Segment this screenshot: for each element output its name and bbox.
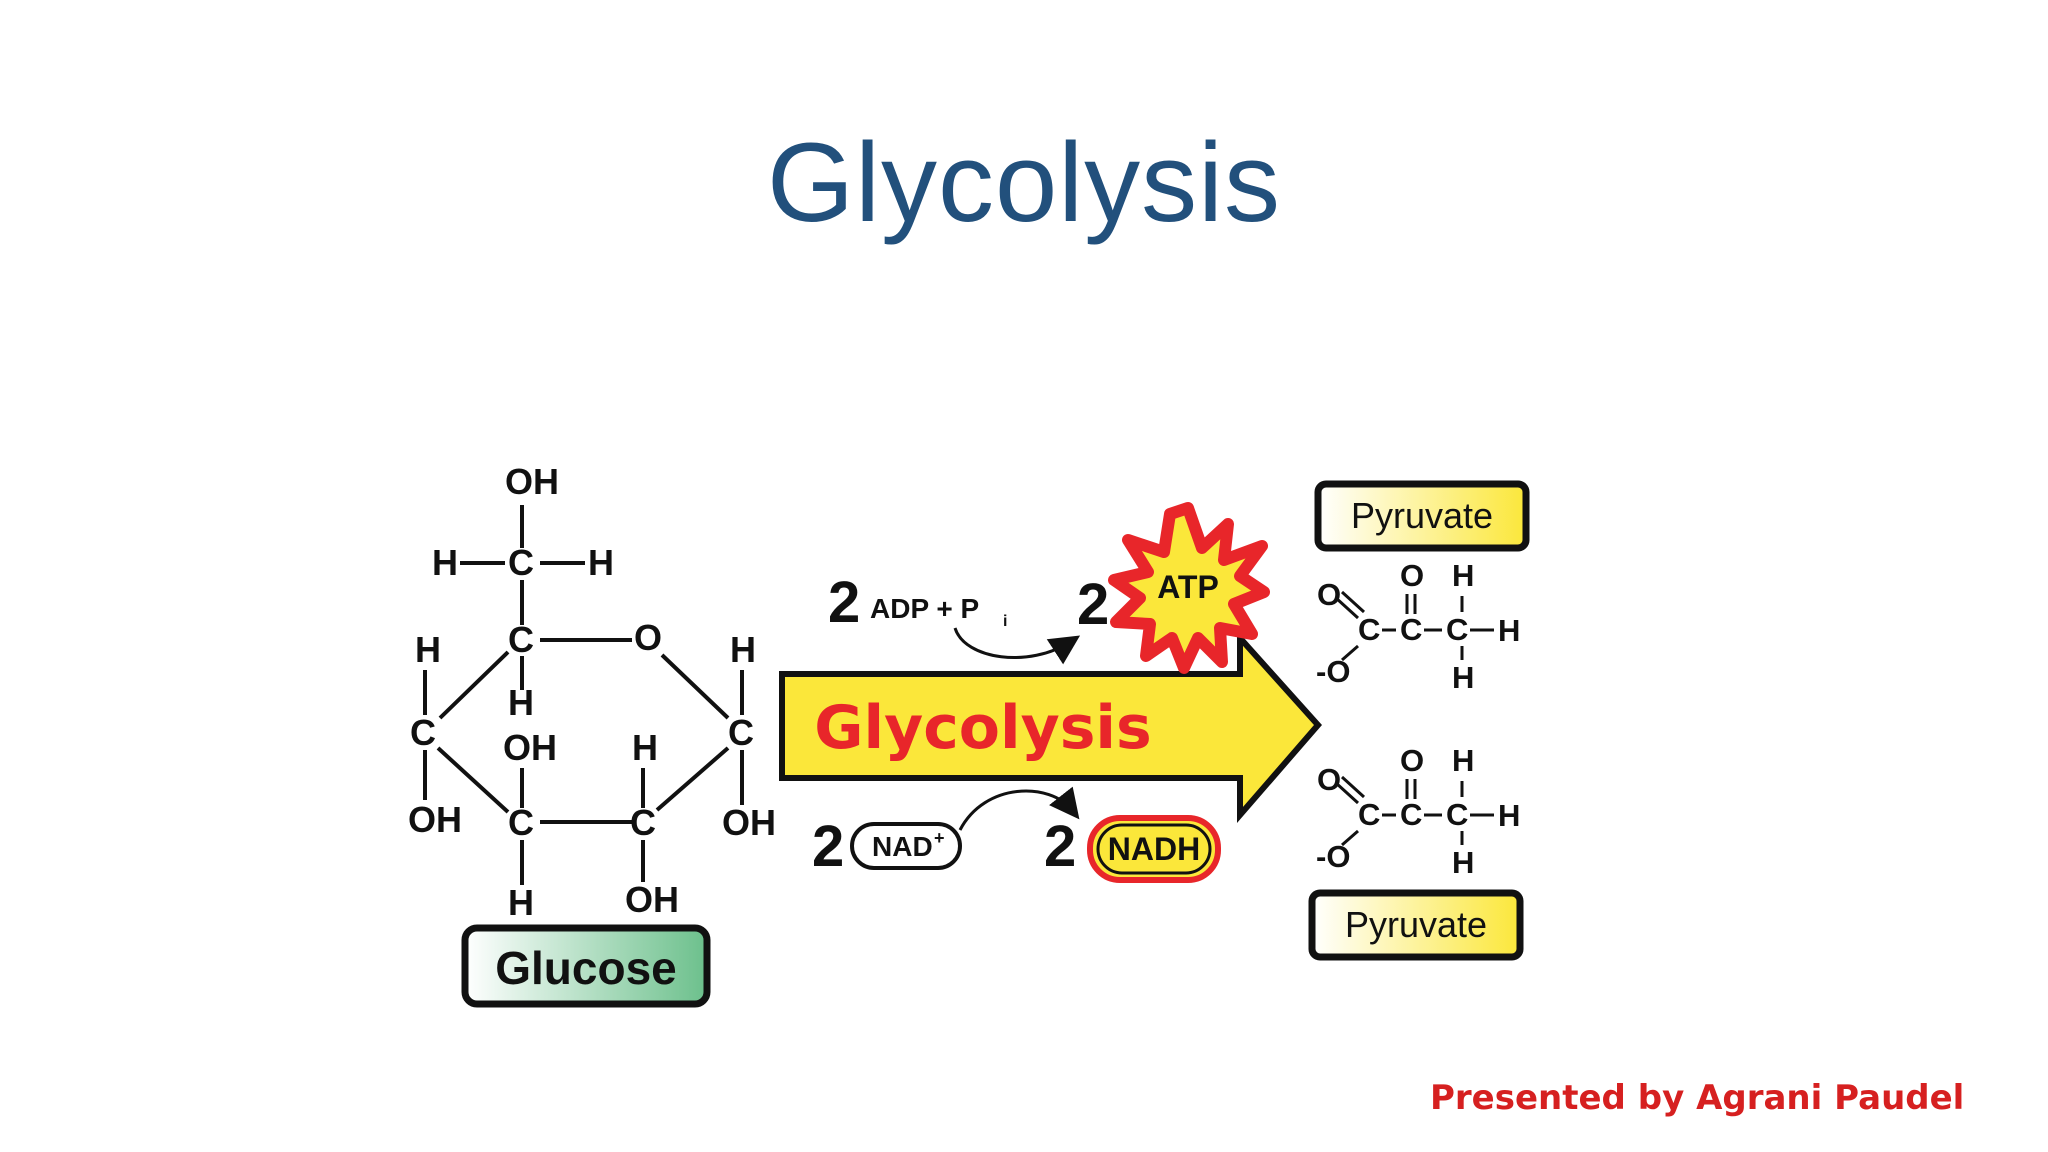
atom-c: C — [508, 802, 534, 843]
atom-o-minus: -O — [1316, 654, 1350, 689]
curved-arrow-icon — [958, 786, 1080, 831]
atom-h: H — [1452, 845, 1474, 880]
atom-oh: OH — [625, 879, 679, 920]
nad-superscript: + — [934, 828, 945, 848]
curved-arrow-icon — [953, 627, 1081, 665]
atom-c: C — [1400, 797, 1422, 832]
atom-oh: OH — [503, 727, 557, 768]
bond — [1340, 775, 1366, 799]
atom-o: O — [1317, 577, 1341, 612]
nad-coefficient: 2 — [812, 814, 844, 879]
atom-c: C — [1358, 612, 1380, 647]
arrow-label: Glycolysis — [814, 693, 1151, 763]
nad-label: NAD — [872, 831, 933, 862]
atom-o: O — [1317, 762, 1341, 797]
atom-c: C — [728, 712, 754, 753]
bond — [1340, 590, 1366, 614]
atom-h: H — [730, 629, 756, 670]
nadh-output: 2 NADH — [1044, 814, 1221, 883]
atom-h: H — [632, 727, 658, 768]
adp-label: ADP + P — [870, 593, 979, 624]
atom-h: H — [1452, 743, 1474, 778]
glycolysis-arrow: Glycolysis — [779, 630, 1322, 824]
atom-oh: OH — [722, 802, 776, 843]
atom-h: H — [1498, 613, 1520, 648]
nadh-coefficient: 2 — [1044, 814, 1076, 879]
atom-c: C — [1400, 612, 1422, 647]
atom-c: C — [1446, 612, 1468, 647]
atom-c: C — [1446, 797, 1468, 832]
adp-coefficient: 2 — [828, 570, 860, 635]
atp-coefficient: 2 — [1077, 572, 1109, 637]
presenter-credit: Presented by Agrani Paudel — [1430, 1078, 1965, 1118]
glucose-structure: OH H C H C O H H C OH OH C H H C OH H C … — [408, 461, 776, 923]
glucose-label: Glucose — [495, 942, 677, 994]
slide-title: Glycolysis — [766, 120, 1282, 245]
atom-oh: OH — [505, 461, 559, 502]
bond — [1334, 781, 1360, 805]
nadh-label: NADH — [1108, 831, 1200, 867]
pyruvate-top-structure: O C C O C H H H -O — [1316, 558, 1520, 695]
bond — [436, 746, 510, 814]
atom-o: O — [1400, 743, 1424, 778]
starburst-icon — [1108, 502, 1270, 674]
adp-input: 2 ADP + P i — [828, 570, 1081, 665]
atom-h: H — [508, 682, 534, 723]
atp-label: ATP — [1157, 569, 1219, 605]
pyruvate-bottom-label-box: Pyruvate — [1308, 889, 1524, 961]
atom-h: H — [432, 542, 458, 583]
atom-c: C — [508, 619, 534, 660]
pyruvate-bottom-structure: O C C O C H H H -O — [1316, 743, 1520, 880]
pyruvate-bottom-label: Pyruvate — [1345, 904, 1487, 945]
bond — [438, 650, 510, 720]
atom-h: H — [588, 542, 614, 583]
atom-h: H — [1452, 660, 1474, 695]
bond — [660, 653, 730, 720]
atom-o: O — [634, 617, 662, 658]
pyruvate-top-label: Pyruvate — [1351, 495, 1493, 536]
pyruvate-top-label-box: Pyruvate — [1314, 480, 1530, 552]
adp-subscript: i — [1003, 613, 1007, 630]
atp-output: 2 ATP — [1077, 502, 1270, 674]
atom-h: H — [1452, 558, 1474, 593]
bond — [1341, 829, 1359, 847]
bond — [1334, 596, 1360, 620]
atom-oh: OH — [408, 799, 462, 840]
nad-input: 2 NAD + — [812, 786, 1080, 879]
atom-o-minus: -O — [1316, 839, 1350, 874]
atom-c: C — [410, 712, 436, 753]
atom-c: C — [1358, 797, 1380, 832]
glucose-label-box: Glucose — [461, 924, 711, 1008]
atom-c: C — [508, 542, 534, 583]
atom-h: H — [508, 882, 534, 923]
atom-o: O — [1400, 558, 1424, 593]
atom-h: H — [1498, 798, 1520, 833]
bond — [655, 746, 730, 812]
atom-c: C — [630, 802, 656, 843]
atom-h: H — [415, 629, 441, 670]
bond — [1341, 644, 1359, 662]
